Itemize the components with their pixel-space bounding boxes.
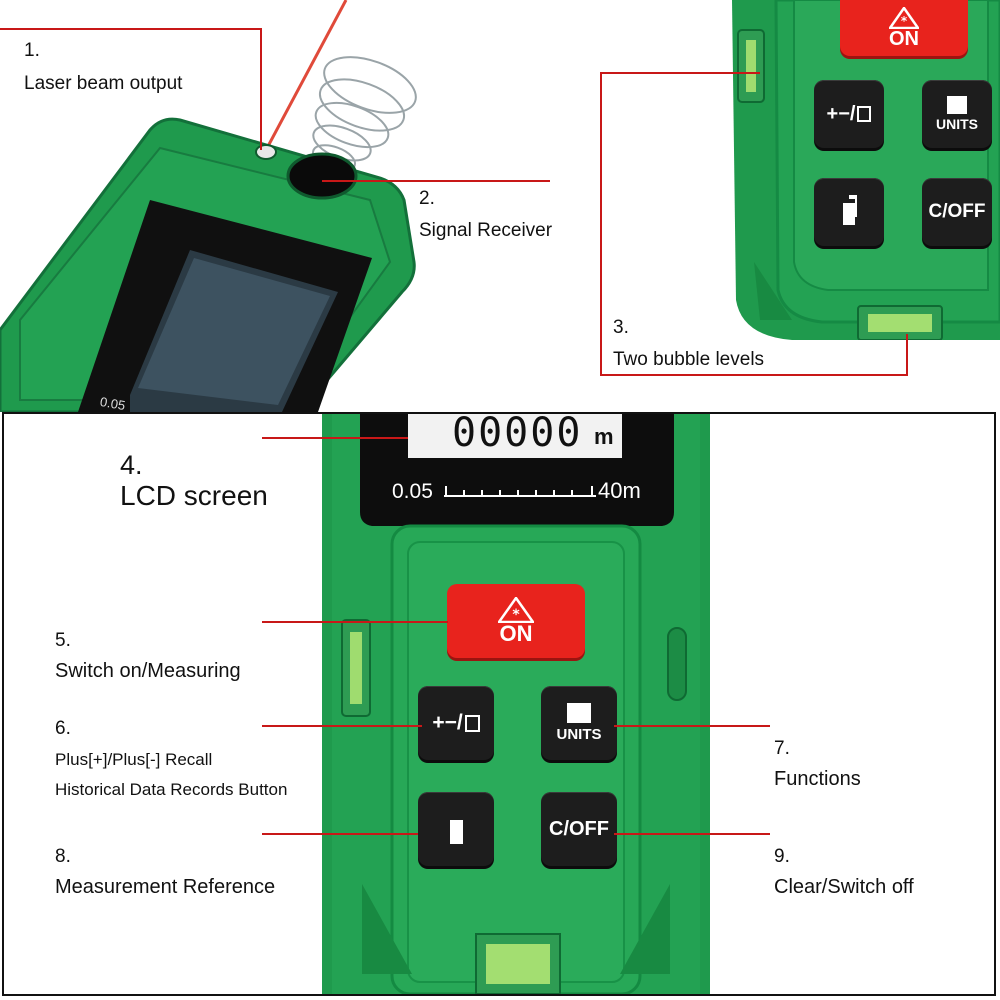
plusminus-recall-button[interactable]: +−/ (418, 686, 494, 760)
top-reference-button[interactable] (814, 178, 884, 246)
callout-7-text: Functions (774, 768, 861, 790)
measurement-reference-button[interactable] (418, 792, 494, 866)
front-view-panel (2, 412, 996, 996)
callout-1-leader-v (260, 28, 262, 150)
callout-6-text: Plus[+]/Plus[-] Recall (55, 750, 213, 769)
callout-2-number: 2. (419, 188, 435, 209)
laser-warning-icon: * (498, 597, 534, 623)
lcd-unit: m (594, 424, 614, 449)
top-on-label: ON (889, 28, 919, 50)
reference-icon (449, 814, 463, 844)
lcd-display: 00000 m (408, 410, 622, 458)
units-label: UNITS (556, 726, 602, 743)
clear-label: C/OFF (549, 817, 609, 840)
cube-icon (947, 96, 967, 114)
top-left-device-photo: 0.05 (0, 0, 560, 413)
front-device-body (322, 414, 710, 994)
scale-max-label: 40m (598, 478, 641, 503)
callout-3-leader-top (600, 72, 760, 74)
units-button[interactable]: UNITS (541, 686, 617, 760)
top-on-button[interactable]: * ON (840, 0, 968, 56)
svg-text:*: * (901, 14, 908, 28)
top-units-label: UNITS (936, 116, 978, 132)
callout-8-text: Measurement Reference (55, 876, 276, 898)
callout-1-number: 1. (24, 40, 40, 61)
clear-off-button[interactable]: C/OFF (541, 792, 617, 866)
top-plusminus-label: +−/ (826, 102, 856, 125)
callout-8-number: 8. (55, 846, 71, 867)
callout-9-text: Clear/Switch off (774, 876, 914, 898)
callout-3-text: Two bubble levels (613, 349, 765, 370)
callout-1-text: Laser beam output (24, 73, 183, 94)
callout-5-number: 5. (55, 630, 71, 651)
callout-6-number: 6. (55, 718, 71, 739)
svg-text:*: * (512, 607, 520, 623)
callout-4-number: 4. (120, 450, 143, 480)
callout-9-leader (614, 833, 770, 835)
on-measure-button[interactable]: * ON (447, 584, 585, 658)
scale-min-label: 0.05 (392, 480, 433, 503)
callout-2-leader (322, 180, 550, 182)
top-units-button[interactable]: UNITS (922, 80, 992, 148)
callout-3-leader-bottom (600, 374, 908, 376)
plusminus-label: +−/ (432, 711, 463, 734)
on-label: ON (499, 621, 533, 646)
callout-7-number: 7. (774, 738, 790, 759)
callout-8-leader (262, 833, 418, 835)
laser-warning-icon: * (889, 7, 919, 29)
top-clear-label: C/OFF (928, 201, 986, 222)
top-clear-button[interactable]: C/OFF (922, 178, 992, 246)
callout-1-leader-h (0, 28, 262, 30)
callout-4-text: LCD screen (120, 480, 268, 511)
lcd-digits: 00000 (452, 410, 583, 456)
callout-6-text-line2: Historical Data Records Button (55, 780, 288, 799)
reference-icon (843, 199, 855, 225)
callout-5-text: Switch on/Measuring (55, 660, 241, 682)
laser-beam (264, 0, 348, 151)
callout-6-leader (262, 725, 422, 727)
callout-7-leader (614, 725, 770, 727)
callout-9-number: 9. (774, 846, 790, 867)
callout-3-number: 3. (613, 317, 629, 338)
save-icon (857, 106, 872, 122)
save-icon (464, 714, 480, 732)
top-plusminus-button[interactable]: +−/ (814, 80, 884, 148)
callout-3-leader-up (906, 334, 908, 376)
cube-icon (567, 703, 591, 723)
callout-5-leader (262, 621, 448, 623)
callout-2-text: Signal Receiver (419, 220, 553, 241)
callout-3-leader-left (600, 72, 602, 376)
callout-4-leader (262, 437, 408, 439)
